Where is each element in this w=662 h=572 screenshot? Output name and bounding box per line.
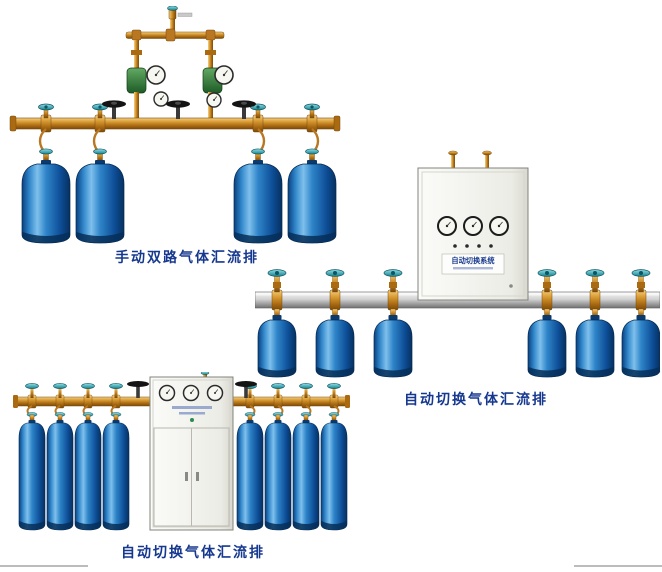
gas-cylinder <box>75 148 125 244</box>
black-valve-handle <box>102 100 126 119</box>
control-cabinet <box>149 372 234 531</box>
control-cabinet: 自动切换系统 <box>417 150 529 301</box>
panel-indicator-light <box>190 418 194 422</box>
nameplate-subtitle-bar <box>453 267 493 270</box>
teal-valve-handwheel <box>25 383 39 399</box>
gas-cylinder <box>292 412 320 531</box>
door-handle <box>185 472 188 481</box>
cabinet-lock <box>509 284 513 288</box>
product-manual-dual-manifold: 手动双路气体汇流排 <box>8 6 343 268</box>
panel-gauge <box>158 384 176 402</box>
teal-valve-handwheel <box>271 383 285 399</box>
manual-dual-manifold-illustration <box>9 6 341 244</box>
panel-gauge <box>463 216 483 236</box>
manifold-pipe <box>9 114 341 133</box>
gas-cylinder <box>18 412 46 531</box>
gas-cylinder <box>102 412 130 531</box>
teal-valve-handwheel <box>38 103 54 119</box>
teal-valve-handwheel <box>299 383 313 399</box>
teal-valve-handwheel <box>81 383 95 399</box>
gas-cylinder <box>74 412 102 531</box>
page-border-fragment-right <box>574 565 662 567</box>
indicator-dots <box>453 244 493 248</box>
black-valve-handle <box>127 381 149 398</box>
manifold-outlet-assembly <box>125 6 225 70</box>
auto-switch-manifold-2-illustration <box>13 372 350 531</box>
pressure-gauge <box>214 65 234 85</box>
gas-bottle <box>527 308 567 378</box>
product-auto-switch-manifold-bottom: 自动切换气体汇流排 <box>12 372 357 568</box>
gas-cylinder <box>236 412 264 531</box>
teal-valve-handwheel <box>304 103 320 119</box>
pressure-regulators <box>126 65 234 119</box>
panel-gauge <box>206 384 224 402</box>
auto-switch-manifold-illustration: 自动切换系统 <box>255 150 660 378</box>
pressure-gauge <box>146 65 166 85</box>
panel-text-bar <box>179 412 205 415</box>
panel-gauge <box>489 216 509 236</box>
panel-gauge <box>182 384 200 402</box>
line-valves <box>38 100 320 119</box>
panel-text-bar <box>172 406 212 409</box>
product-caption-manual-dual: 手动双路气体汇流排 <box>115 250 259 266</box>
black-valve-handle <box>232 100 256 119</box>
product-auto-switch-manifold-right: 自动切换系统 自动切换气体汇流排 <box>255 146 660 408</box>
product-caption-auto-bottom: 自动切换气体汇流排 <box>121 545 265 561</box>
page-border-fragment-left <box>0 565 88 567</box>
gas-cylinder <box>46 412 74 531</box>
gas-bottle <box>257 308 297 378</box>
gas-cylinder <box>21 148 71 244</box>
door-handle <box>196 472 199 481</box>
panel-gauge <box>437 216 457 236</box>
gas-cylinder <box>264 412 292 531</box>
gas-bottle <box>621 308 660 378</box>
gas-bottle <box>315 308 355 378</box>
gas-bottles <box>257 308 660 378</box>
teal-valve-handwheel <box>53 383 67 399</box>
gas-bottle <box>575 308 615 378</box>
cabinet-nameplate-text: 自动切换系统 <box>451 256 495 265</box>
gas-bottle <box>373 308 413 378</box>
product-caption-auto-right: 自动切换气体汇流排 <box>404 392 548 408</box>
teal-valve-handwheel <box>327 383 341 399</box>
pressure-gauge <box>206 92 222 108</box>
pressure-gauge <box>153 91 169 107</box>
teal-valve-handwheel <box>109 383 123 399</box>
black-valve-handle <box>166 100 190 119</box>
gas-cylinder <box>320 412 348 531</box>
